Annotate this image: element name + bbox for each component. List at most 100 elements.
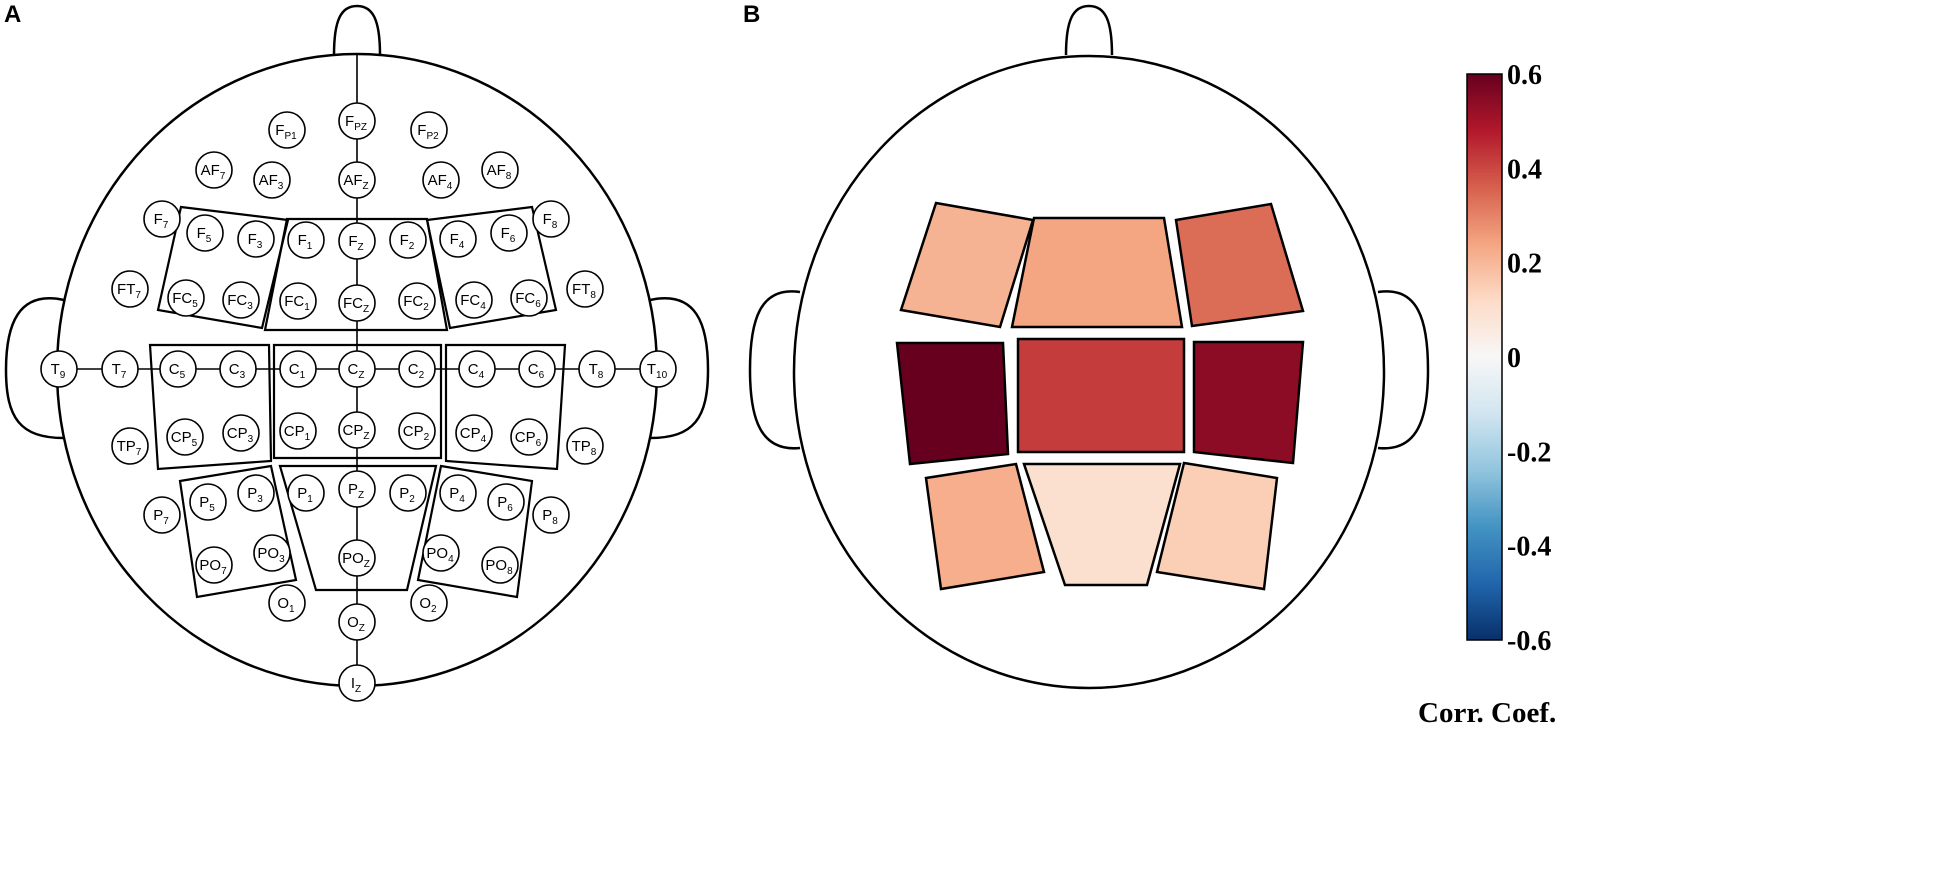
electrode-label: CP5 xyxy=(171,429,198,449)
electrode-label: P5 xyxy=(199,494,215,514)
electrode-p3: P3 xyxy=(237,474,275,512)
electrode-circle xyxy=(338,664,376,702)
electrode-circle xyxy=(410,111,448,149)
electrode-label: O2 xyxy=(419,595,437,615)
electrode-t9: T9 xyxy=(40,350,78,388)
electrode-label: CZ xyxy=(348,361,365,381)
electrode-label: CPZ xyxy=(343,422,370,442)
electrode-label: CP6 xyxy=(515,429,542,449)
electrode-label: AF7 xyxy=(201,162,226,182)
electrode-label: C4 xyxy=(468,361,485,381)
electrode-label: F6 xyxy=(501,225,516,245)
region-mid-frontal xyxy=(1010,216,1184,329)
colorbar-tick-label: 0.6 xyxy=(1507,60,1542,91)
electrode-cp1: CP1 xyxy=(279,412,317,450)
electrode-po7: PO7 xyxy=(195,546,233,584)
electrode-circle xyxy=(439,474,477,512)
electrode-circle xyxy=(338,222,376,260)
electrode-circle xyxy=(219,350,257,388)
electrode-f7: F7 xyxy=(143,200,181,238)
electrode-label: CP2 xyxy=(403,423,430,443)
electrode-label: P6 xyxy=(497,494,513,514)
electrode-circle xyxy=(189,483,227,521)
electrode-label: FP2 xyxy=(417,122,439,142)
electrode-label: FC1 xyxy=(284,293,310,313)
electrode-circle xyxy=(410,584,448,622)
electrode-fp2: FP2 xyxy=(410,111,448,149)
electrode-label: CP3 xyxy=(227,425,254,445)
region-mid-central xyxy=(1016,337,1186,454)
electrode-fc3: FC3 xyxy=(222,281,260,319)
electrode-label: F4 xyxy=(450,231,465,251)
electrode-label: F7 xyxy=(154,211,169,231)
electrode-fc1: FC1 xyxy=(279,282,317,320)
electrode-f2: F2 xyxy=(389,221,427,259)
region-box-left-central xyxy=(148,343,273,471)
electrode-cp2: CP2 xyxy=(398,412,436,450)
electrode-f5: F5 xyxy=(186,214,224,252)
electrode-circle xyxy=(186,214,224,252)
electrode-label: C5 xyxy=(169,361,186,381)
electrode-fc4: FC4 xyxy=(455,281,493,319)
electrode-circle xyxy=(222,414,260,452)
electrode-circle xyxy=(338,470,376,508)
electrode-label: AF8 xyxy=(487,162,512,182)
electrode-label: PO7 xyxy=(199,557,227,577)
region-box-mid-frontal xyxy=(263,217,449,332)
region-left-frontal xyxy=(899,201,1035,329)
left-ear-a xyxy=(4,297,65,440)
region-left-parietal xyxy=(924,462,1046,591)
colorbar-tick-label: 0.4 xyxy=(1507,154,1542,185)
electrode-ft7: FT7 xyxy=(111,270,149,308)
electrode-cpz: CPZ xyxy=(338,411,376,449)
electrode-f3: F3 xyxy=(237,220,275,258)
electrode-label: TP8 xyxy=(572,438,597,458)
electrode-t10: T10 xyxy=(639,350,677,388)
electrode-label: POZ xyxy=(342,550,370,570)
electrode-label: C6 xyxy=(528,361,545,381)
electrode-ft8: FT8 xyxy=(566,270,604,308)
electrode-c4: C4 xyxy=(458,350,496,388)
electrode-circle xyxy=(338,350,376,388)
electrode-circle xyxy=(253,161,291,199)
electrode-label: FCZ xyxy=(343,295,369,315)
electrode-c5: C5 xyxy=(159,350,197,388)
right-ear-b xyxy=(1377,290,1430,450)
electrode-label: FC2 xyxy=(403,293,429,313)
electrode-label: T10 xyxy=(647,361,668,381)
electrode-circle xyxy=(639,350,677,388)
electrode-circle xyxy=(481,151,519,189)
electrode-label: AF3 xyxy=(259,172,284,192)
region-right-frontal xyxy=(1174,202,1305,328)
electrode-label: TP7 xyxy=(117,438,142,458)
electrode-circle xyxy=(195,151,233,189)
electrode-circle xyxy=(237,474,275,512)
electrode-c6: C6 xyxy=(518,350,556,388)
region-right-parietal xyxy=(1155,461,1279,591)
electrode-circle xyxy=(398,350,436,388)
electrode-circle xyxy=(338,102,376,140)
electrode-circle xyxy=(111,270,149,308)
electrode-cp3: CP3 xyxy=(222,414,260,452)
electrode-circle xyxy=(222,281,260,319)
electrode-label: F5 xyxy=(197,225,212,245)
electrode-t8: T8 xyxy=(578,350,616,388)
electrode-circle xyxy=(268,584,306,622)
electrode-circle xyxy=(518,350,556,388)
electrode-f6: F6 xyxy=(490,214,528,252)
electrode-t7: T7 xyxy=(101,350,139,388)
electrode-circle xyxy=(111,427,149,465)
electrode-o2: O2 xyxy=(410,584,448,622)
electrode-label: C3 xyxy=(229,361,246,381)
nose-b xyxy=(1064,4,1114,56)
electrode-label: T7 xyxy=(112,361,127,381)
panel-b-letter: B xyxy=(743,1,760,28)
electrode-circle xyxy=(398,412,436,450)
electrode-label: FT8 xyxy=(572,281,596,301)
electrode-circle xyxy=(279,350,317,388)
electrode-circle xyxy=(159,350,197,388)
electrode-circle xyxy=(398,282,436,320)
electrode-label: FZ xyxy=(348,233,363,253)
